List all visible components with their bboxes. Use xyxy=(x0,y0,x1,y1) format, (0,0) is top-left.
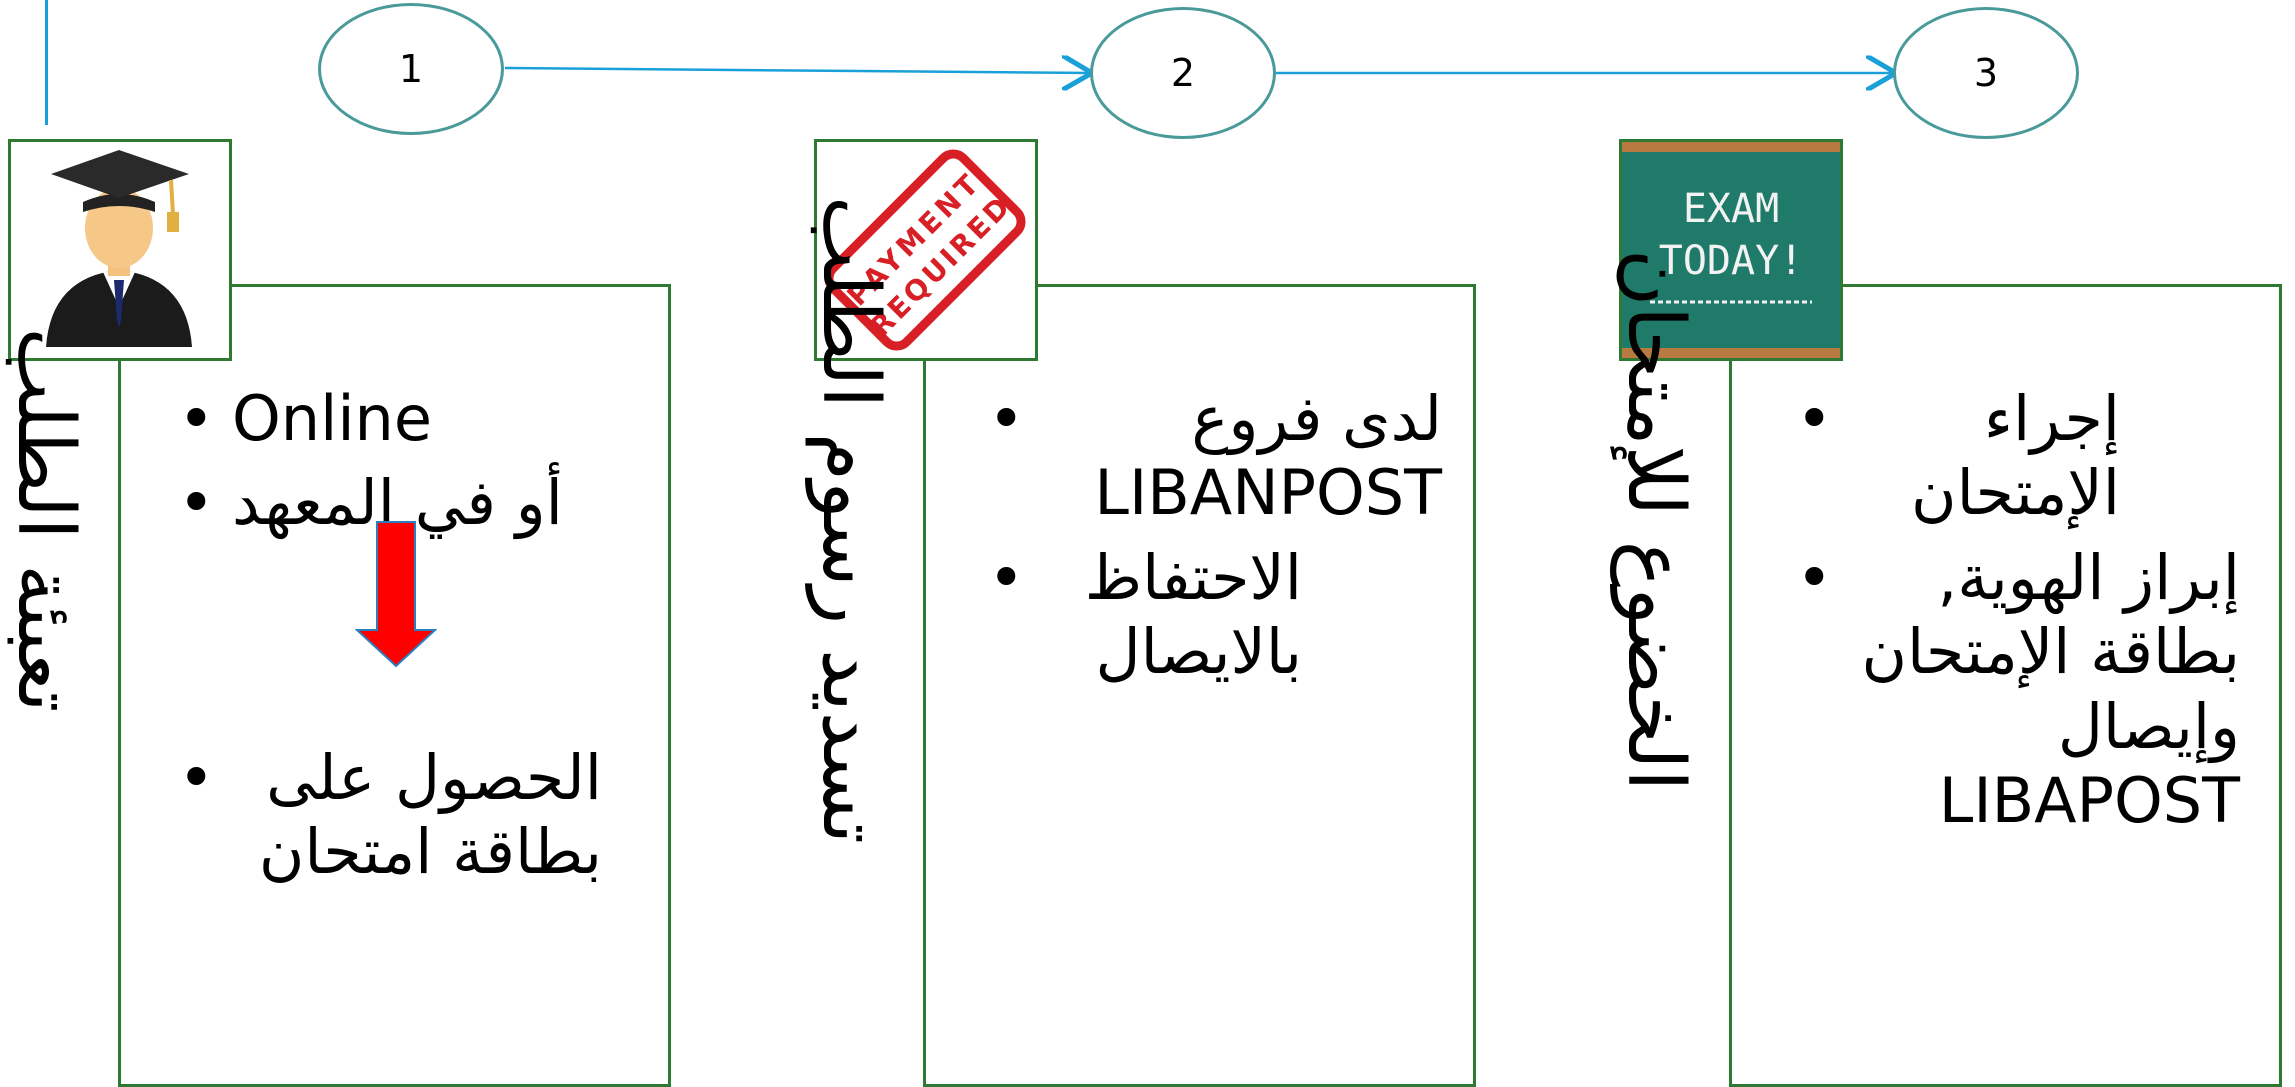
step-2-circle: 2 xyxy=(1090,7,1276,139)
step-3-circle: 3 xyxy=(1893,7,2079,139)
step-1-circle: 1 xyxy=(318,3,504,135)
payment-required-stamp-icon: PAYMENT REQUIRED xyxy=(824,149,1026,351)
accent-line xyxy=(45,0,48,125)
step-1-title: تعبئة الطلب xyxy=(0,327,90,713)
step-2-bullet-2: الاحتفاظ بالايصال xyxy=(982,541,1452,690)
step-3-bullets: إجراء الإمتحان إبراز الهوية, بطاقة الإمت… xyxy=(1790,382,2260,848)
step-3-icon-box: EXAM TODAY! xyxy=(1619,139,1843,361)
step-1-box xyxy=(118,284,671,1087)
step-3-box xyxy=(1729,284,2282,1087)
step-2-icon-box: PAYMENT REQUIRED xyxy=(814,139,1038,361)
board-line-1: EXAM xyxy=(1683,186,1779,232)
board-line-2: TODAY! xyxy=(1659,238,1804,284)
exam-today-chalkboard-icon: EXAM TODAY! xyxy=(1622,142,1840,358)
step-1-bullet-1: Online xyxy=(172,382,652,457)
step-3-bullet-1: إجراء الإمتحان xyxy=(1790,382,2260,531)
step-2-title: تسديد رسوم الطلب xyxy=(805,196,895,844)
step-1-icon-box xyxy=(8,139,232,361)
step-2-number: 2 xyxy=(1170,51,1196,95)
step-1-bullet-3: الحصول على بطاقة امتحان xyxy=(172,741,662,890)
step-1-number: 1 xyxy=(398,47,424,91)
graduate-icon xyxy=(46,150,192,347)
step-2-box xyxy=(923,284,1476,1087)
step-2-bullets: لدى فروع LIBANPOST الاحتفاظ بالايصال xyxy=(982,382,1452,700)
down-arrow-icon xyxy=(355,521,437,668)
step-3-title: الخضوع للإمتحان xyxy=(1610,248,1700,792)
step-2-bullet-1: لدى فروع LIBANPOST xyxy=(982,382,1452,531)
step-3-number: 3 xyxy=(1973,51,1999,95)
step-3-bullet-2: إبراز الهوية, بطاقة الإمتحان وإيصال LIBA… xyxy=(1790,541,2260,839)
connector-1-2 xyxy=(504,68,1092,73)
